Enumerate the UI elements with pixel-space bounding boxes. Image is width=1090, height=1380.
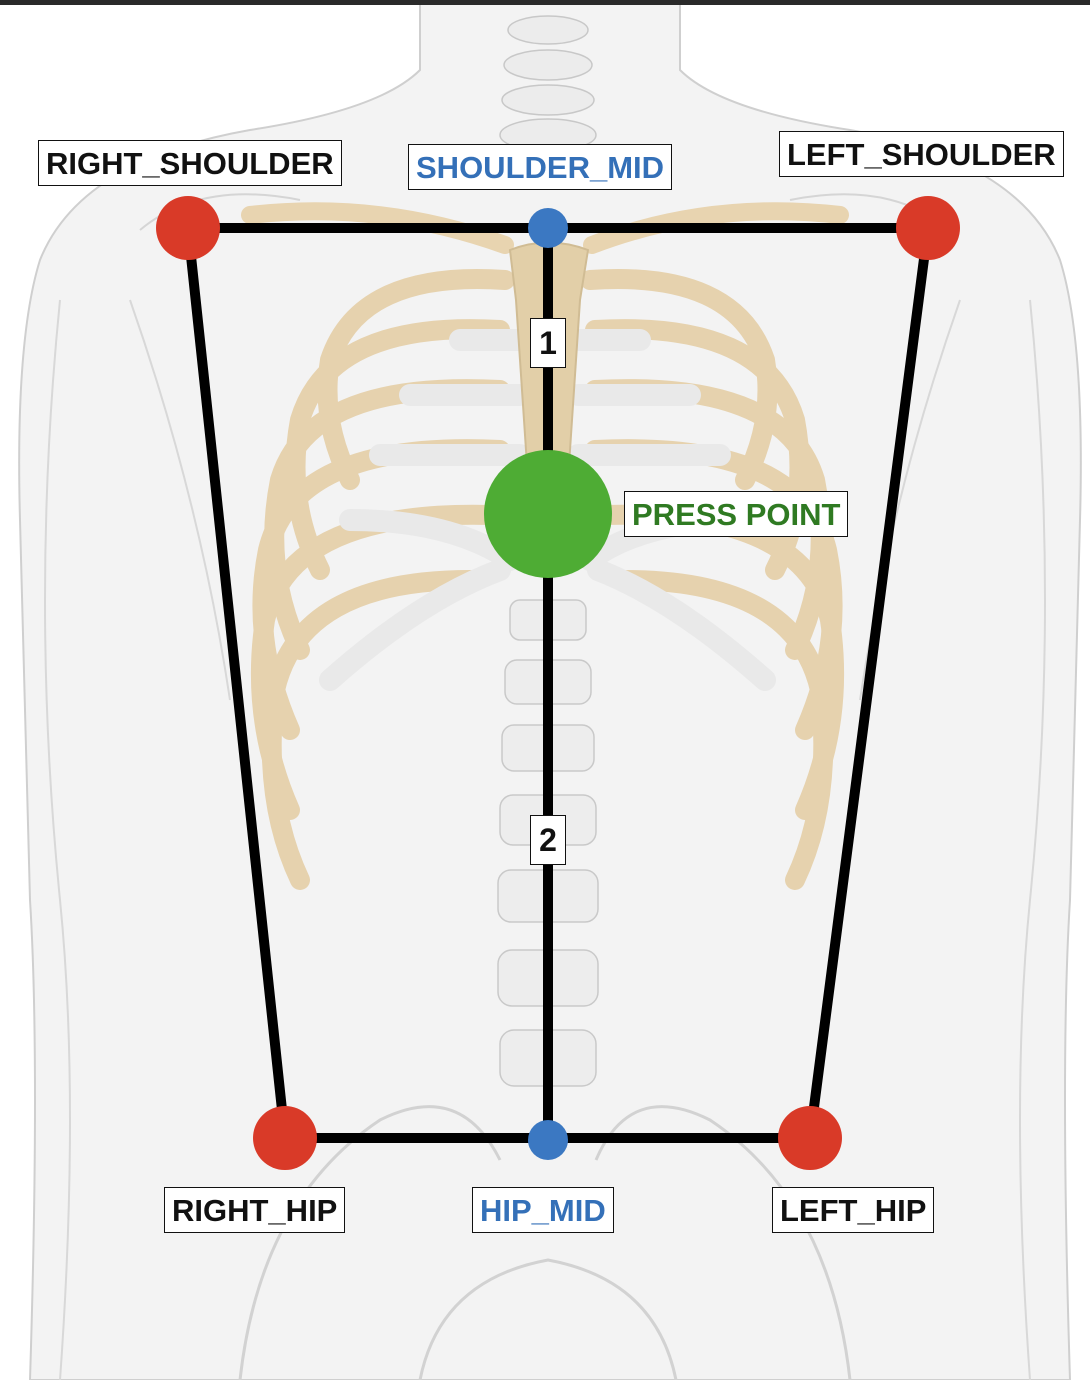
cervical-spine (499, 15, 597, 187)
shoulder-mid-point (528, 208, 568, 248)
left-shoulder-label: LEFT_SHOULDER (779, 131, 1064, 177)
right-shoulder-label: RIGHT_SHOULDER (38, 140, 342, 186)
clavicles (241, 202, 849, 254)
costal-cartilage (319, 329, 776, 691)
left-side-line (805, 223, 933, 1143)
right-hip-point (253, 1106, 317, 1170)
right-hip-label: RIGHT_HIP (164, 1187, 346, 1233)
right-side-line (183, 223, 290, 1143)
hip-mid-label: HIP_MID (472, 1187, 614, 1233)
top-bar (0, 0, 1090, 5)
left-hip-label: LEFT_HIP (772, 1187, 935, 1233)
segment-2-label: 2 (530, 815, 566, 865)
press-point-marker (484, 450, 612, 578)
left-shoulder-point (896, 196, 960, 260)
shoulder-mid-label: SHOULDER_MID (408, 144, 673, 190)
hip-mid-point (528, 1120, 568, 1160)
right-shoulder-point (156, 196, 220, 260)
press-point-label: PRESS POINT (624, 491, 849, 537)
segment-1-label: 1 (530, 318, 566, 368)
left-hip-point (778, 1106, 842, 1170)
